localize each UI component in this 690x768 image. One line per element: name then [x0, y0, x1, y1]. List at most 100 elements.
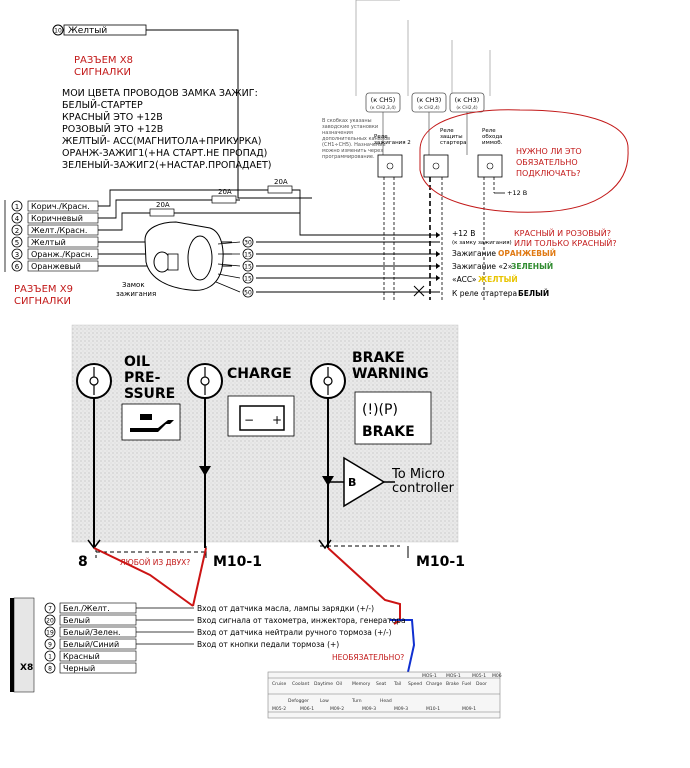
info-line: дополнительных каналов [322, 136, 390, 142]
lock-label: Замок [122, 281, 145, 289]
relay-label: иммоб. [482, 140, 503, 146]
output-color: ЗЕЛЕНЫЙ [511, 262, 553, 271]
scan-word: Speed [408, 681, 422, 687]
x9-wire-name: Коричневый [31, 214, 83, 223]
scan-word: Head [380, 698, 392, 704]
brake-symbol-icon: (!)(P) [362, 402, 398, 418]
scan-word: Low [320, 698, 329, 704]
x9-wire-name: Корич./Красн. [31, 202, 90, 211]
info-line: можно изменить через [322, 148, 383, 154]
x8-wire-desc: Вход сигнала от тахометра, инжектора, ге… [197, 616, 406, 625]
battery-icon [239, 405, 285, 431]
brake-label: BRAKE [352, 350, 405, 366]
battery-plus: + [272, 413, 282, 427]
scan-code: M06-1 [300, 706, 314, 712]
scan-word: Coolant [292, 681, 310, 687]
relay-sub: (к CH2,4) [456, 105, 478, 111]
scanned-strip: MOS-1 MOS-1 M05-1 M06 Cruise Coolant Day… [267, 671, 502, 719]
relay-ch: (к CH3) [417, 96, 442, 104]
lock-pin: 15 [244, 276, 252, 283]
x8-wire-name: Красный [63, 652, 100, 661]
output-sublabel: (к замку зажигания) [452, 240, 512, 246]
fuse-label: 20A [156, 201, 170, 209]
x8-connector: X8 7 Бел./Желт. Вход от датчика масла, л… [10, 597, 406, 693]
x9-wire: 5 Желтый [11, 236, 99, 248]
notes-line: РОЗОВЫЙ ЭТО +12В [62, 123, 163, 135]
pin-8-label: 8 [78, 554, 88, 570]
scan-word: Memory [352, 681, 371, 687]
cloud-line: НУЖНО ЛИ ЭТО [516, 147, 582, 156]
scan-word: Daytime [314, 681, 333, 687]
x8-subtitle: СИГНАЛКИ [74, 67, 131, 78]
x8-wire-name: Черный [63, 664, 95, 673]
scan-code: M09-1 [462, 706, 476, 712]
oil-can-icon [130, 414, 174, 432]
x8-pin: 1 [48, 654, 52, 661]
x8-title: РАЗЪЕМ Х8 [74, 55, 133, 66]
output-color: БЕЛЫЙ [518, 289, 549, 298]
lock-pin: 50 [244, 290, 252, 297]
lock-pins: 30 15 15 15 50 [242, 236, 254, 298]
question-line: ИЛИ ТОЛЬКО КРАСНЫЙ? [514, 237, 617, 248]
output-color: ОРАНЖЕВЫЙ [498, 249, 556, 258]
ignition-lock: 30 15 15 15 50 Замок зажигания [116, 221, 254, 298]
scan-code: MOS-1 [446, 673, 461, 679]
x8-wire-name: Белый/Синий [63, 640, 119, 649]
x8-label: X8 [20, 663, 33, 673]
relay-label: Реле [374, 134, 388, 140]
relay-ch: (к CH5) [371, 96, 396, 104]
question-red-pink: КРАСНЫЙ И РОЗОВЫЙ? ИЛИ ТОЛЬКО КРАСНЫЙ? [514, 227, 617, 248]
x9-wiring [98, 189, 440, 293]
info-note: В скобках указаны заводские установки на… [322, 118, 390, 160]
cloud-line: ПОДКЛЮЧАТЬ? [516, 169, 580, 178]
notes-heading: МОИ ЦВЕТА ПРОВОДОВ ЗАМКА ЗАЖИГ: [62, 88, 258, 99]
scan-code: M06 [492, 673, 502, 679]
scan-word: Seat [376, 681, 386, 687]
lock-label: зажигания [116, 290, 156, 298]
fuses: 20A 20A 20A [149, 178, 293, 217]
x8-wire: 20 Белый Вход сигнала от тахометра, инже… [44, 614, 406, 626]
x8-wire: 19 Белый/Зелен. Вход от датчика нейтрали… [44, 626, 392, 638]
m10-right-label: M10-1 [416, 554, 465, 570]
x9-wire: 2 Желт./Красн. [11, 224, 99, 236]
x9-wire-name: Оранж./Красн. [31, 250, 93, 259]
top-connector-pin: 10 [54, 28, 62, 35]
scan-code: M10-1 [426, 706, 440, 712]
notes-line: БЕЛЫЙ-СТАРТЕР [62, 99, 143, 111]
x9-wire-name: Желтый [31, 238, 66, 247]
x8-wire-name: Белый [63, 616, 90, 625]
brake-label: WARNING [352, 366, 429, 382]
brake-word: BRAKE [362, 424, 415, 440]
x8-wire: 1 Красный [44, 650, 137, 662]
red-annotation-wires [93, 547, 401, 625]
scan-code: M09-3 [394, 706, 408, 712]
x8-pin: 9 [48, 642, 52, 649]
scan-word: Tail [393, 681, 401, 687]
notes-line: ОРАНЖ-ЗАЖИГ1(+НА СТАРТ.НЕ ПРОПАД) [62, 148, 267, 159]
info-line: назначения [322, 130, 353, 136]
top-connector: 10 Желтый РАЗЪЕМ Х8 СИГНАЛКИ [52, 24, 312, 199]
question-line: КРАСНЫЙ И РОЗОВЫЙ? [514, 227, 611, 238]
x8-pin: 8 [48, 666, 52, 673]
info-line: (CH1÷CH5). Назначение [322, 142, 386, 148]
notes-line: КРАСНЫЙ ЭТО +12В [62, 111, 163, 123]
info-line: В скобках указаны [322, 118, 372, 124]
scan-word: Charge [426, 681, 442, 687]
scan-code: MOS-1 [422, 673, 437, 679]
x8-wire-name: Белый/Зелен. [63, 628, 121, 637]
scan-word: Turn [351, 698, 362, 704]
x9-pin: 3 [15, 251, 19, 259]
outputs: +12 В (к замку зажигания) Зажигание ОРАН… [413, 229, 556, 298]
x8-wire: 7 Бел./Желт. Вход от датчика масла, ламп… [44, 602, 374, 614]
info-line: программирование. [322, 154, 375, 160]
charge-lamp: CHARGE − + [187, 363, 295, 548]
output-label: «ACC» [452, 275, 477, 284]
x9-pin: 5 [15, 239, 19, 247]
top-connector-wire: Желтый [68, 26, 107, 36]
scan-code: M05-1 [472, 673, 486, 679]
x8-wire-desc: Вход от датчика масла, лампы зарядки (+/… [197, 604, 374, 613]
oil-pressure-lamp: OIL PRE- SSURE [76, 354, 181, 548]
lock-pin: 15 [244, 264, 252, 271]
color-notes: МОИ ЦВЕТА ПРОВОДОВ ЗАМКА ЗАЖИГ: БЕЛЫЙ-СТ… [62, 88, 271, 171]
